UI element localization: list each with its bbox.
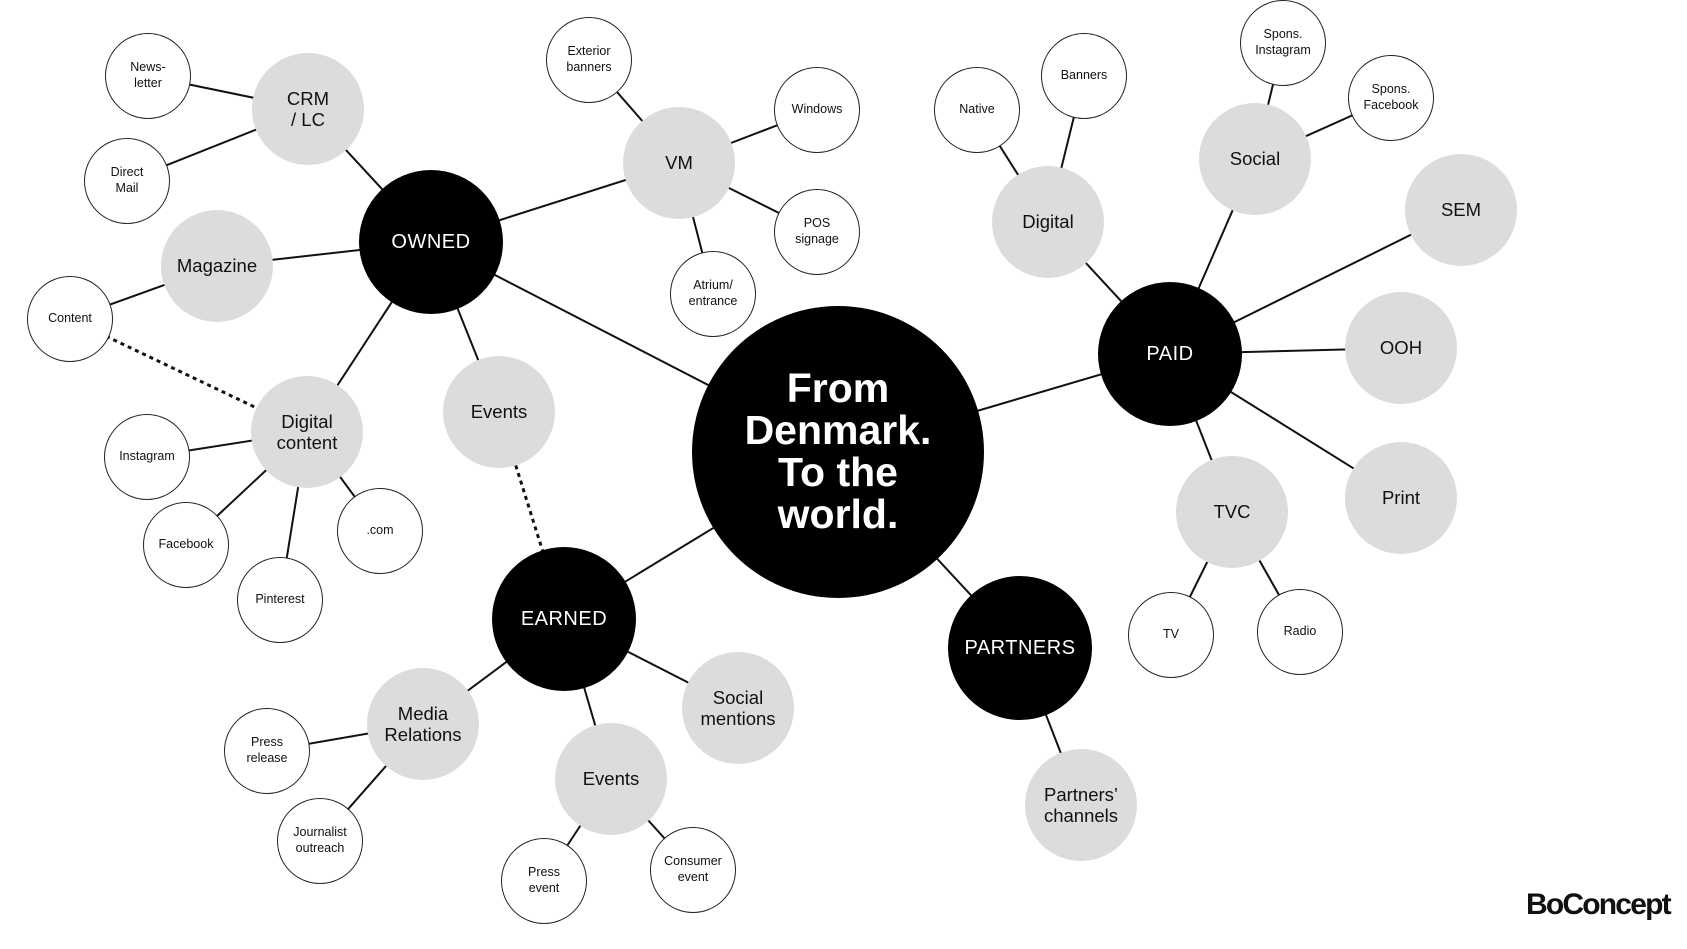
sub-print: Print [1345,442,1457,554]
sub-media-relations: Media Relations [367,668,479,780]
leaf-native: Native [934,67,1020,153]
leaf-spons-instagram: Spons. Instagram [1240,0,1326,86]
boconcept-logo: BoConcept [1526,888,1672,921]
leaf-pinterest: Pinterest [237,557,323,643]
leaf-banners: Banners [1041,33,1127,119]
leaf-atrium-entrance: Atrium/ entrance [670,251,756,337]
sub-earned-events: Events [555,723,667,835]
leaf-radio: Radio [1257,589,1343,675]
hub-partners: PARTNERS [948,576,1092,720]
leaf-exterior-banners: Exterior banners [546,17,632,103]
leaf-press-event: Press event [501,838,587,924]
sub-social-mentions: Social mentions [682,652,794,764]
leaf-spons-facebook: Spons. Facebook [1348,55,1434,141]
sub-owned-events: Events [443,356,555,468]
leaf-facebook: Facebook [143,502,229,588]
leaf-direct-mail: Direct Mail [84,138,170,224]
leaf-tv: TV [1128,592,1214,678]
sub-tvc: TVC [1176,456,1288,568]
hub-earned: EARNED [492,547,636,691]
leaf-instagram: Instagram [104,414,190,500]
leaf-newsletter: News- letter [105,33,191,119]
hub-paid: PAID [1098,282,1242,426]
leaf-dotcom: .com [337,488,423,574]
sub-social: Social [1199,103,1311,215]
leaf-content: Content [27,276,113,362]
sub-vm: VM [623,107,735,219]
hub-owned: OWNED [359,170,503,314]
sub-partners-channels: Partners’ channels [1025,749,1137,861]
leaf-press-release: Press release [224,708,310,794]
center-node: From Denmark. To the world. [692,306,984,598]
leaf-consumer-event: Consumer event [650,827,736,913]
sub-digital-content: Digital content [251,376,363,488]
sub-crm-lc: CRM / LC [252,53,364,165]
sub-magazine: Magazine [161,210,273,322]
leaf-windows: Windows [774,67,860,153]
sub-ooh: OOH [1345,292,1457,404]
sub-paid-digital: Digital [992,166,1104,278]
leaf-pos-signage: POS signage [774,189,860,275]
sub-sem: SEM [1405,154,1517,266]
leaf-journalist-outreach: Journalist outreach [277,798,363,884]
